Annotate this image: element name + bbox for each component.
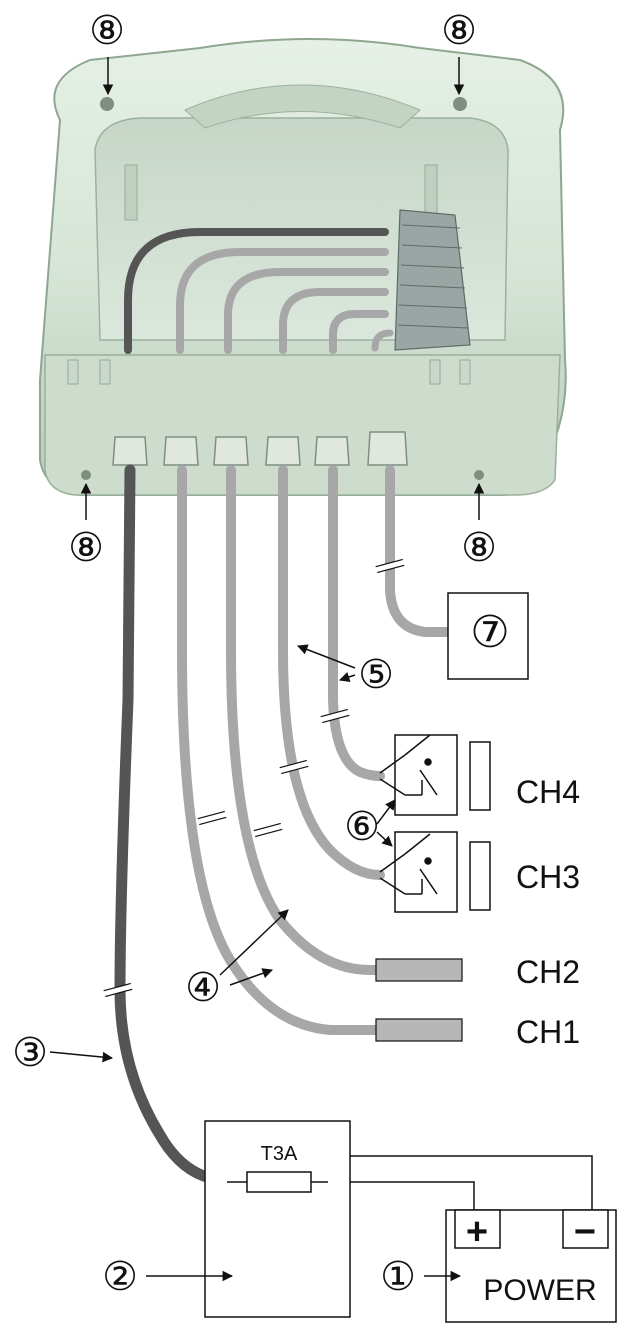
fuse-label: T3A — [261, 1143, 298, 1165]
callout-7: ⑦ — [470, 608, 509, 657]
label-ch2: CH2 — [516, 954, 580, 990]
terminal-minus: − — [574, 1211, 596, 1253]
supply-box — [204, 1120, 351, 1318]
sensor-ch1 — [375, 1018, 463, 1042]
label-ch4: CH4 — [516, 774, 580, 810]
terminal-minus-box — [562, 1209, 609, 1249]
supply-wires — [350, 1155, 593, 1210]
callout-8-bottom-left: ⑧ — [68, 526, 104, 570]
callout-8-top-left: ⑧ — [89, 9, 125, 53]
external-cables — [114, 464, 453, 1184]
enclosure — [39, 38, 567, 496]
mounting-post-left — [124, 164, 138, 221]
switch-ch4 — [379, 734, 491, 816]
cable-breaks — [103, 558, 405, 998]
callout-8-bottom-right: ⑧ — [461, 526, 497, 570]
switch-ch3 — [379, 831, 491, 913]
cable-7 — [385, 465, 453, 637]
callout-8-top-right: ⑧ — [441, 9, 477, 53]
callout-2: ② — [102, 1255, 138, 1299]
leader-arrows — [49, 57, 485, 1282]
screw-hole-bottom-left — [81, 470, 91, 480]
cable-ch3 — [278, 465, 385, 880]
terminal-plus-box — [454, 1209, 501, 1249]
sensor-ch2 — [375, 958, 463, 982]
screw-hole-top-left — [100, 97, 114, 111]
latch-tabs — [67, 359, 471, 385]
terminal-block — [394, 209, 471, 351]
terminal-plus: + — [466, 1211, 488, 1253]
mounting-post-right — [424, 164, 438, 221]
callout-3: ③ — [12, 1031, 48, 1075]
callout-5: ⑤ — [358, 653, 394, 697]
cable-ch1 — [177, 465, 381, 1035]
cable-ch4 — [328, 465, 385, 781]
internal-wires — [124, 228, 394, 354]
screw-hole-bottom-right — [474, 470, 484, 480]
label-ch3: CH3 — [516, 859, 580, 895]
label-ch1: CH1 — [516, 1014, 580, 1050]
fuse-symbol — [227, 1171, 328, 1193]
callout-1: ① — [380, 1255, 416, 1299]
device-7-box — [447, 592, 529, 680]
callout-4: ④ — [185, 966, 221, 1010]
power-cable — [114, 464, 216, 1184]
cable-glands — [112, 431, 408, 466]
callout-6: ⑥ — [344, 805, 380, 849]
enclosure-handle — [184, 84, 421, 129]
power-label: POWER — [483, 1274, 596, 1307]
cable-ch2 — [226, 465, 381, 975]
screw-hole-top-right — [453, 97, 467, 111]
